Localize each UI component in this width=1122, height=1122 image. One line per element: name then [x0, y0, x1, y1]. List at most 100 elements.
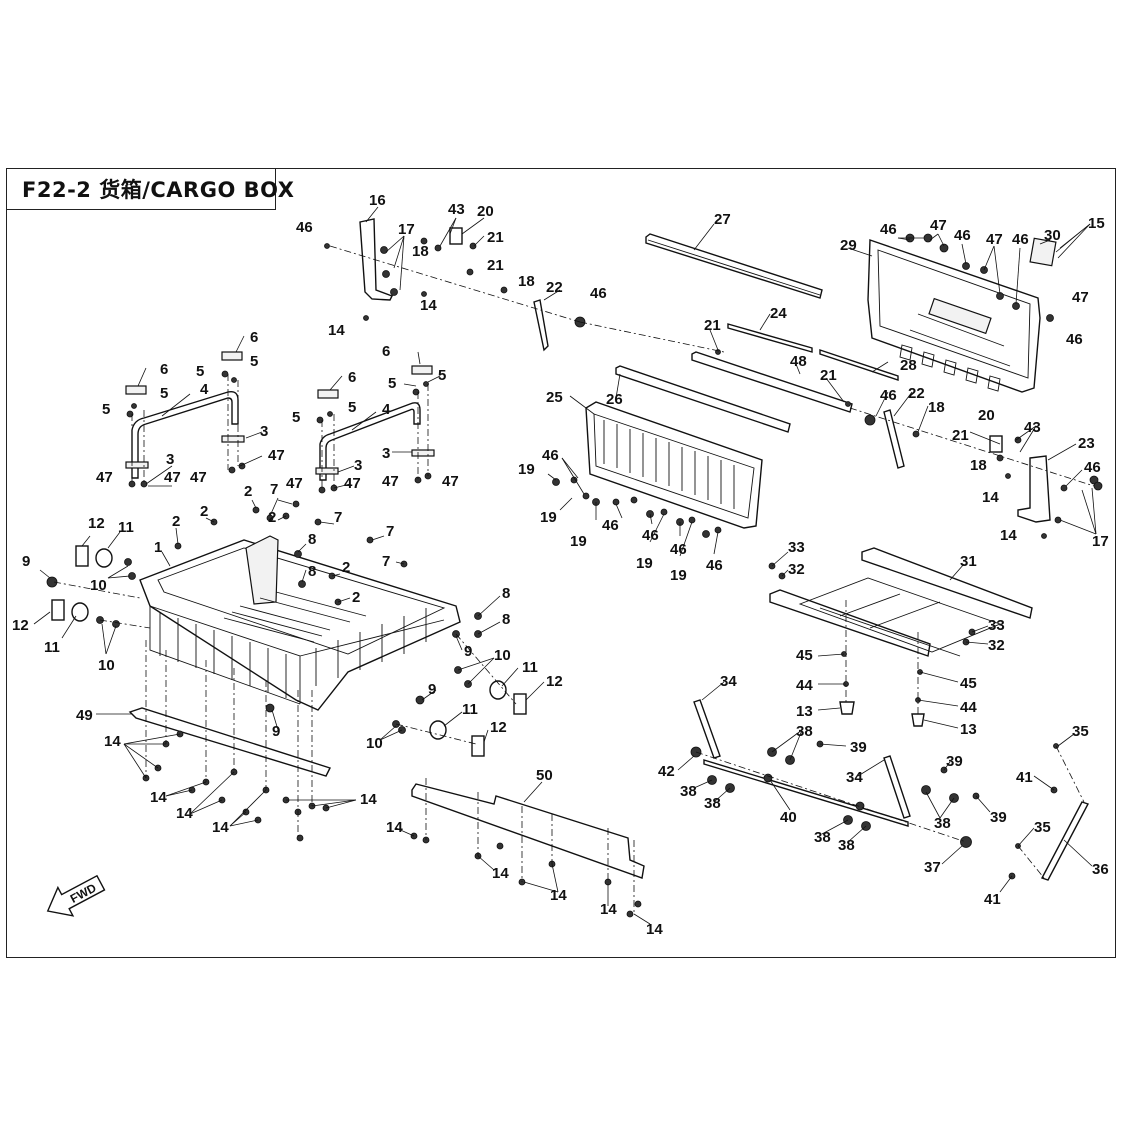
callout-17: 17: [398, 221, 415, 238]
callout-39: 39: [850, 739, 867, 756]
rod-28: [819, 349, 899, 381]
callout-4: 4: [200, 381, 209, 398]
callout-14: 14: [104, 733, 121, 750]
callout-46: 46: [542, 447, 559, 464]
callout-10: 10: [90, 577, 107, 594]
callout-22: 22: [546, 279, 563, 296]
callout-4: 4: [382, 401, 391, 418]
callout-13: 13: [960, 721, 977, 738]
callout-46: 46: [706, 557, 723, 574]
bracket-16: [359, 218, 393, 301]
callout-21: 21: [952, 427, 969, 444]
callout-14: 14: [600, 901, 617, 918]
callout-10: 10: [494, 647, 511, 664]
callout-34: 34: [720, 673, 737, 690]
hinge-11-a: [95, 548, 113, 568]
hinge-20-right: [989, 435, 1003, 453]
bracket-12-d: [471, 735, 485, 757]
callout-15: 15: [1088, 215, 1105, 232]
callout-18: 18: [928, 399, 945, 416]
callout-29: 29: [840, 237, 857, 254]
callout-45: 45: [796, 647, 813, 664]
callout-20: 20: [477, 203, 494, 220]
frame-31: [769, 547, 1033, 657]
leader-lines: [33, 206, 1097, 925]
handle-4-left: [131, 390, 239, 479]
foot-13-a: [839, 701, 855, 715]
callout-47: 47: [1072, 289, 1089, 306]
callout-17: 17: [1092, 533, 1109, 550]
callout-3: 3: [260, 423, 268, 440]
callout-27: 27: [714, 211, 731, 228]
callout-35: 35: [1072, 723, 1089, 740]
callout-26: 26: [606, 391, 623, 408]
callout-46: 46: [1066, 331, 1083, 348]
callout-38: 38: [796, 723, 813, 740]
plate-3-b: [221, 435, 245, 443]
callout-labels: 46 16 17 43 20 18 21 21 14 14 18 22 46 2…: [12, 192, 1109, 938]
rail-27: [645, 233, 823, 299]
callout-24: 24: [770, 305, 787, 322]
title-box: F22-2 货箱/CARGO BOX: [6, 168, 294, 210]
callout-3: 3: [382, 445, 390, 462]
latch-30: [1029, 237, 1057, 267]
callout-44: 44: [796, 677, 813, 694]
cap-6-a: [125, 385, 147, 395]
callout-5: 5: [388, 375, 396, 392]
callout-21: 21: [820, 367, 837, 384]
callout-5: 5: [348, 399, 356, 416]
callout-19: 19: [670, 567, 687, 584]
callout-47: 47: [268, 447, 285, 464]
callout-11: 11: [44, 639, 60, 656]
rod-24: [727, 323, 813, 353]
callout-37: 37: [924, 859, 941, 876]
callout-31: 31: [960, 553, 977, 570]
callout-46: 46: [642, 527, 659, 544]
callout-2: 2: [172, 513, 180, 530]
callout-8: 8: [308, 531, 316, 548]
callout-41: 41: [1016, 769, 1033, 786]
callout-47: 47: [164, 469, 181, 486]
callout-25: 25: [546, 389, 563, 406]
hinge-11-d: [429, 720, 447, 740]
diagram-title: F22-2 货箱/CARGO BOX: [22, 177, 295, 202]
callout-46: 46: [602, 517, 619, 534]
callout-5: 5: [292, 409, 300, 426]
hinge-20-top: [449, 227, 463, 245]
callout-44: 44: [960, 699, 977, 716]
callout-48: 48: [790, 353, 807, 370]
callout-5: 5: [196, 363, 204, 380]
handle-4-right: [319, 402, 421, 481]
callout-14: 14: [328, 322, 345, 339]
callout-11: 11: [118, 519, 134, 536]
callout-2: 2: [200, 503, 208, 520]
callout-14: 14: [150, 789, 167, 806]
callout-14: 14: [646, 921, 663, 938]
tailgate-frame-25: [585, 401, 763, 529]
callout-5: 5: [102, 401, 110, 418]
callout-18: 18: [518, 273, 535, 290]
plate-3-a: [125, 461, 149, 469]
plate-49: [128, 707, 331, 777]
plate-3-d: [411, 449, 435, 457]
callout-47: 47: [382, 473, 399, 490]
callout-21: 21: [487, 257, 504, 274]
callout-39: 39: [946, 753, 963, 770]
callout-38: 38: [838, 837, 855, 854]
callout-2: 2: [244, 483, 252, 500]
callout-20: 20: [978, 407, 995, 424]
callout-14: 14: [1000, 527, 1017, 544]
callout-10: 10: [366, 735, 383, 752]
callout-49: 49: [76, 707, 93, 724]
callout-11: 11: [522, 659, 538, 676]
callout-14: 14: [212, 819, 229, 836]
callout-5: 5: [250, 353, 258, 370]
cap-6-d: [411, 365, 433, 375]
diagram-frame: [6, 168, 1116, 958]
plate-50: [411, 783, 645, 879]
callout-6: 6: [382, 343, 390, 360]
callout-21: 21: [704, 317, 721, 334]
strut-22-right: [883, 409, 905, 469]
fwd-arrow: FWD: [46, 874, 106, 917]
